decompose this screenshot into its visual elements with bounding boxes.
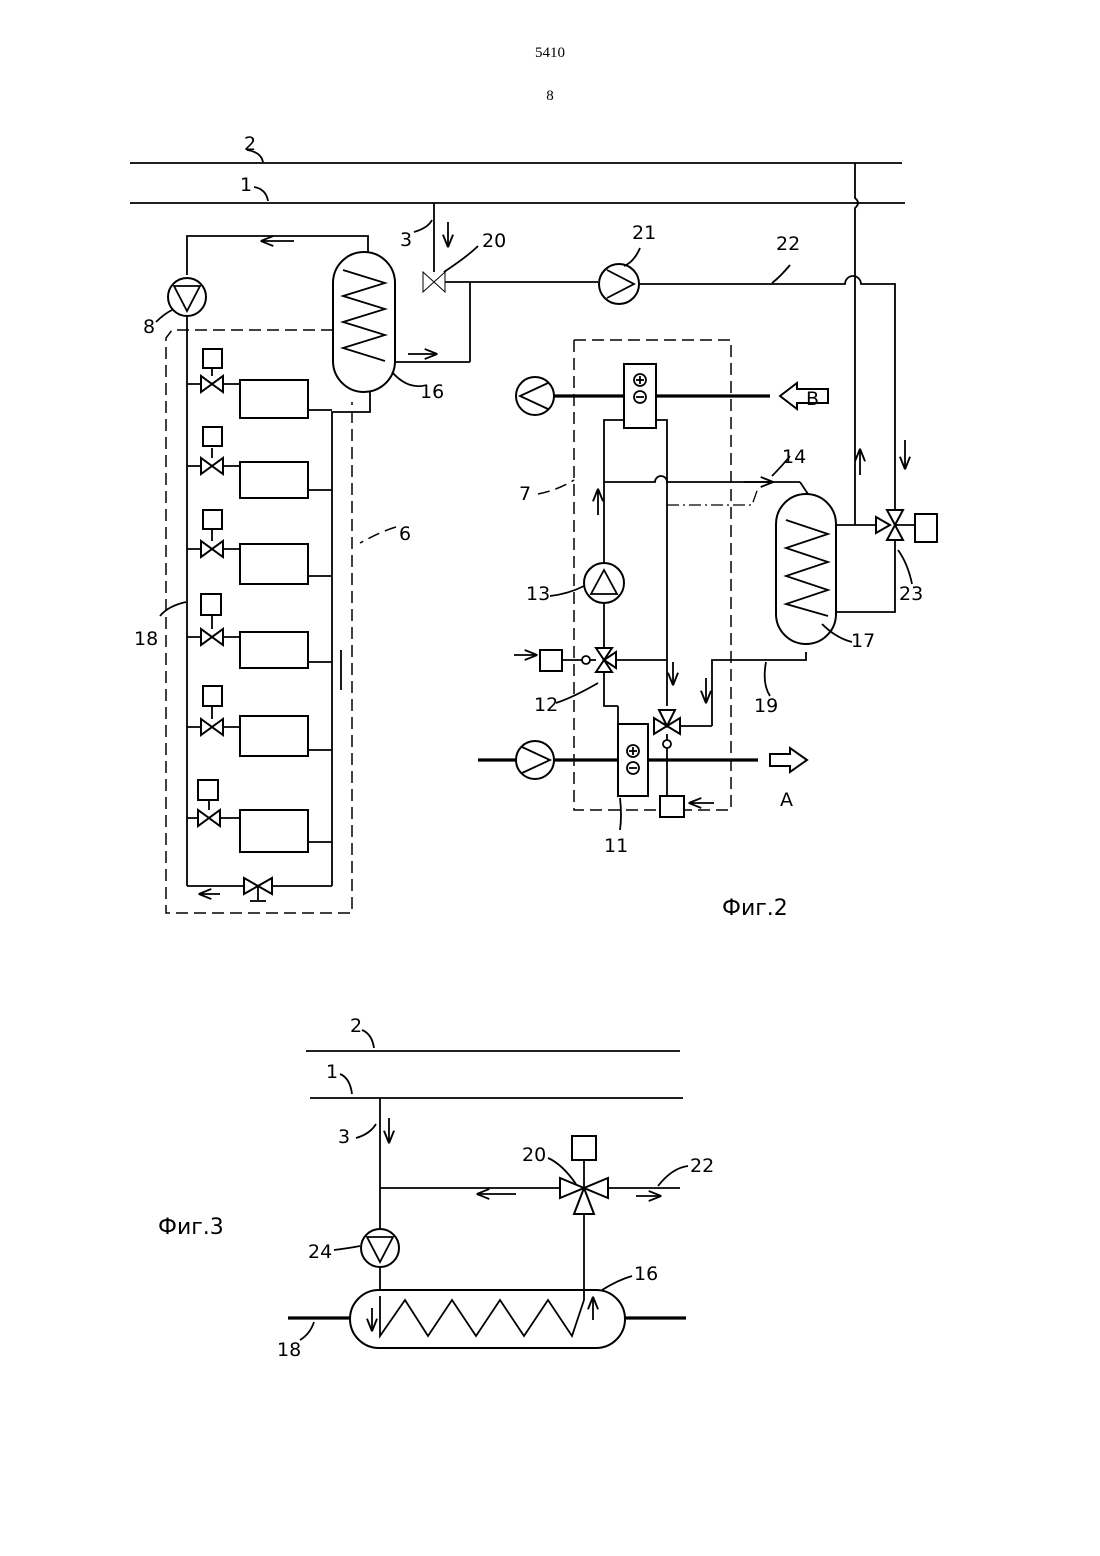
- valve: [201, 541, 223, 557]
- dash-dot-line: [667, 488, 758, 505]
- consumer-unit: [240, 380, 308, 418]
- leader-16: [392, 372, 422, 386]
- label-23: 23: [899, 583, 923, 605]
- fig3-label-3: 3: [338, 1126, 350, 1148]
- consumer-unit: [240, 462, 308, 498]
- valve: [201, 629, 223, 645]
- leader-6: [360, 527, 396, 543]
- fig3-leader-24: [334, 1246, 360, 1250]
- valve: [201, 458, 223, 474]
- label-2: 2: [244, 133, 256, 155]
- label-22: 22: [776, 233, 800, 255]
- consumer-unit: [240, 544, 308, 584]
- fig3-label-16: 16: [634, 1263, 658, 1285]
- figure-2: [130, 150, 937, 913]
- leader-19: [765, 662, 770, 696]
- actuator: [203, 686, 222, 706]
- valve-23: [876, 517, 890, 533]
- figure-2-caption: Фиг.2: [722, 896, 788, 921]
- actuator: [201, 594, 221, 615]
- return-to-line-2: [855, 163, 858, 525]
- label-1: 1: [240, 174, 252, 196]
- actuator: [203, 427, 222, 446]
- consumer-unit: [240, 632, 308, 668]
- valve: [201, 376, 223, 392]
- label-B: B: [806, 388, 819, 410]
- label-19: 19: [754, 695, 778, 717]
- leader-23: [898, 550, 912, 584]
- label-17: 17: [851, 630, 875, 652]
- figure-3: [288, 1030, 688, 1348]
- actuator: [203, 349, 222, 368]
- valve: [198, 810, 220, 826]
- loop-right-pipe: [656, 420, 667, 706]
- line-22: [639, 276, 895, 512]
- coil-unit-11: [618, 724, 648, 796]
- leader-13: [550, 586, 584, 596]
- actuator-12: [540, 650, 562, 671]
- figure-3-caption: Фиг.3: [158, 1215, 224, 1240]
- label-16: 16: [420, 381, 444, 403]
- consumer-unit: [240, 810, 308, 852]
- label-12: 12: [534, 694, 558, 716]
- consumer-unit: [240, 716, 308, 756]
- actuator: [203, 510, 222, 529]
- consumer-rows: [187, 349, 332, 852]
- leader-20: [444, 246, 478, 272]
- leader-1: [254, 187, 268, 201]
- fig3-label-18: 18: [277, 1339, 301, 1361]
- actuator: [198, 780, 218, 800]
- arrow-a: [770, 748, 807, 772]
- fig3-leader-1: [340, 1074, 352, 1094]
- label-18: 18: [134, 628, 158, 650]
- label-14: 14: [782, 446, 806, 468]
- label-21: 21: [632, 222, 656, 244]
- arrow-b: [780, 383, 828, 409]
- leader-22: [772, 265, 790, 283]
- label-A: A: [780, 789, 793, 811]
- collector-line: [332, 392, 370, 886]
- fig3-label-22: 22: [690, 1155, 714, 1177]
- fig3-label-1: 1: [326, 1061, 338, 1083]
- label-20: 20: [482, 230, 506, 252]
- sensor-11: [660, 796, 684, 817]
- fig3-leader-3: [356, 1124, 376, 1138]
- heater-17-return: [836, 538, 895, 612]
- fig3-actuator: [572, 1136, 596, 1160]
- fig3-leader-18: [300, 1322, 314, 1340]
- fig3-label-24: 24: [308, 1241, 332, 1263]
- label-3: 3: [400, 229, 412, 251]
- label-7: 7: [519, 483, 531, 505]
- fig3-leader-2: [362, 1030, 374, 1048]
- label-8: 8: [143, 316, 155, 338]
- label-13: 13: [526, 583, 550, 605]
- leader-3: [414, 220, 432, 232]
- fig3-leader-22: [658, 1166, 688, 1186]
- leader-7: [538, 480, 574, 494]
- fig3-label-20: 20: [522, 1144, 546, 1166]
- valve: [201, 719, 223, 735]
- leader-21: [624, 248, 640, 266]
- leader-12: [556, 683, 598, 703]
- valve-20: [423, 272, 445, 292]
- label-11: 11: [604, 835, 628, 857]
- fig3-leader-16: [602, 1276, 632, 1290]
- label-6: 6: [399, 523, 411, 545]
- leader-8: [156, 310, 172, 322]
- actuator-23: [915, 514, 937, 542]
- line-14-to-17: [800, 482, 808, 494]
- leader-18: [160, 602, 186, 616]
- leader-11: [620, 798, 621, 830]
- fig3-label-2: 2: [350, 1015, 362, 1037]
